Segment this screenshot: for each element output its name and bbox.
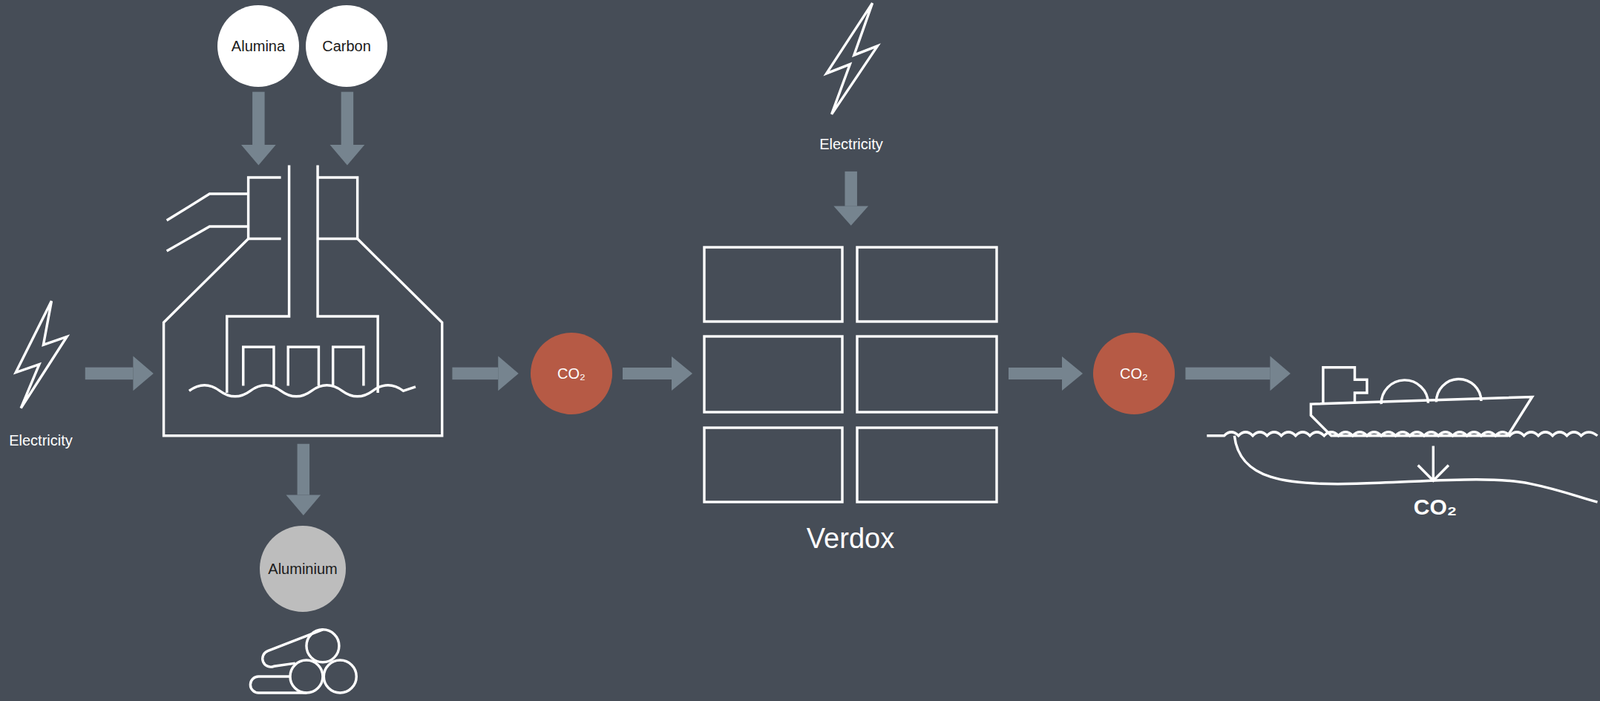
co2-circle: CO₂ [1093,332,1175,415]
input-circle: Alumina [217,5,300,87]
aluminium-logs [250,629,357,693]
node-label: Verdox [702,522,999,555]
node-label: CO₂ [557,365,586,383]
storage-label: CO₂ [1413,494,1457,520]
node-label: Aluminium [267,560,337,578]
node-label: CO₂ [1119,365,1149,383]
verdox-unit: Verdox [702,245,999,558]
flow-arrow [622,356,693,391]
co2-circle: CO₂ [530,332,613,415]
node-label: Carbon [322,37,372,55]
lightning-bolts [15,2,878,409]
input-circle: Carbon [305,5,388,87]
flow-arrows [85,92,1291,516]
flow-arrow [1008,356,1083,391]
node-label: Alumina [231,37,285,55]
power-label: Electricity [819,135,884,153]
cell-grid [702,245,999,504]
ship-and-storage [1206,367,1598,502]
smelter [164,165,443,436]
power-label: Electricity [8,431,73,449]
product-circle: Aluminium [259,525,346,612]
